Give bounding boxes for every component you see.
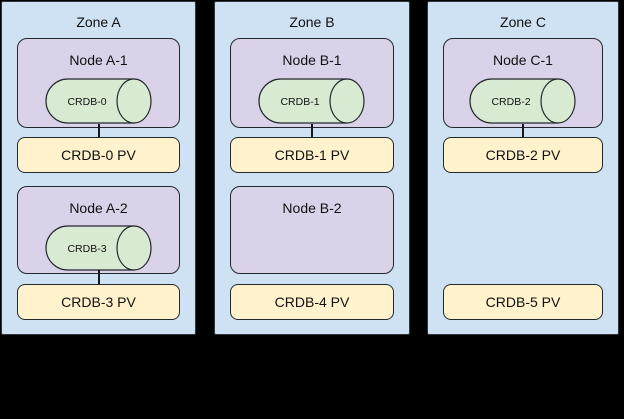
pod-to-pv-connector — [311, 124, 313, 137]
zone-b: Zone B Node B-1 CRDB-1 CRDB-1 PV Node B-… — [214, 1, 410, 335]
pod-to-pv-connector — [97, 270, 100, 284]
node-a2: Node A-2 CRDB-3 — [17, 186, 180, 274]
crdb-1-pod-cylinder-icon: CRDB-1 — [258, 78, 365, 124]
node-b1: Node B-1 CRDB-1 — [230, 38, 394, 128]
crdb-2-pod-cylinder-icon: CRDB-2 — [469, 78, 576, 124]
zone-c-title: Zone C — [500, 14, 546, 30]
crdb-3-pod-cylinder-icon: CRDB-3 — [44, 225, 152, 271]
node-a1-title: Node A-1 — [69, 52, 128, 68]
crdb-3-pv: CRDB-3 PV — [17, 284, 180, 320]
node-b2: Node B-2 — [230, 186, 394, 274]
crdb-5-pv: CRDB-5 PV — [443, 284, 603, 320]
node-a2-title: Node A-2 — [69, 200, 128, 216]
zone-a-title: Zone A — [76, 14, 121, 30]
crdb-0-pod-cylinder-icon: CRDB-0 — [44, 78, 152, 124]
node-c1: Node C-1 CRDB-2 — [443, 38, 603, 128]
crdb-1-pv: CRDB-1 PV — [230, 137, 394, 173]
pod-to-pv-connector — [522, 124, 524, 137]
node-b2-title: Node B-2 — [282, 200, 342, 216]
crdb-0-pv: CRDB-0 PV — [17, 137, 180, 173]
pod-to-pv-connector — [97, 124, 100, 137]
crdb-2-pod-label: CRDB-2 — [491, 96, 530, 108]
node-a1: Node A-1 CRDB-0 — [17, 38, 180, 128]
crdb-1-pod-label: CRDB-1 — [280, 96, 319, 108]
crdb-3-pod-label: CRDB-3 — [67, 243, 106, 255]
zone-a: Zone A Node A-1 CRDB-0 CRDB-0 PV Node A-… — [1, 1, 196, 335]
crdb-4-pv: CRDB-4 PV — [230, 284, 394, 320]
zone-b-title: Zone B — [289, 14, 335, 30]
crdb-2-pv: CRDB-2 PV — [443, 137, 603, 173]
crdb-0-pod-label: CRDB-0 — [67, 96, 106, 108]
node-b1-title: Node B-1 — [282, 52, 342, 68]
node-c1-title: Node C-1 — [493, 52, 553, 68]
zone-c: Zone C Node C-1 CRDB-2 CRDB-2 PV CRDB-5 … — [427, 1, 619, 335]
